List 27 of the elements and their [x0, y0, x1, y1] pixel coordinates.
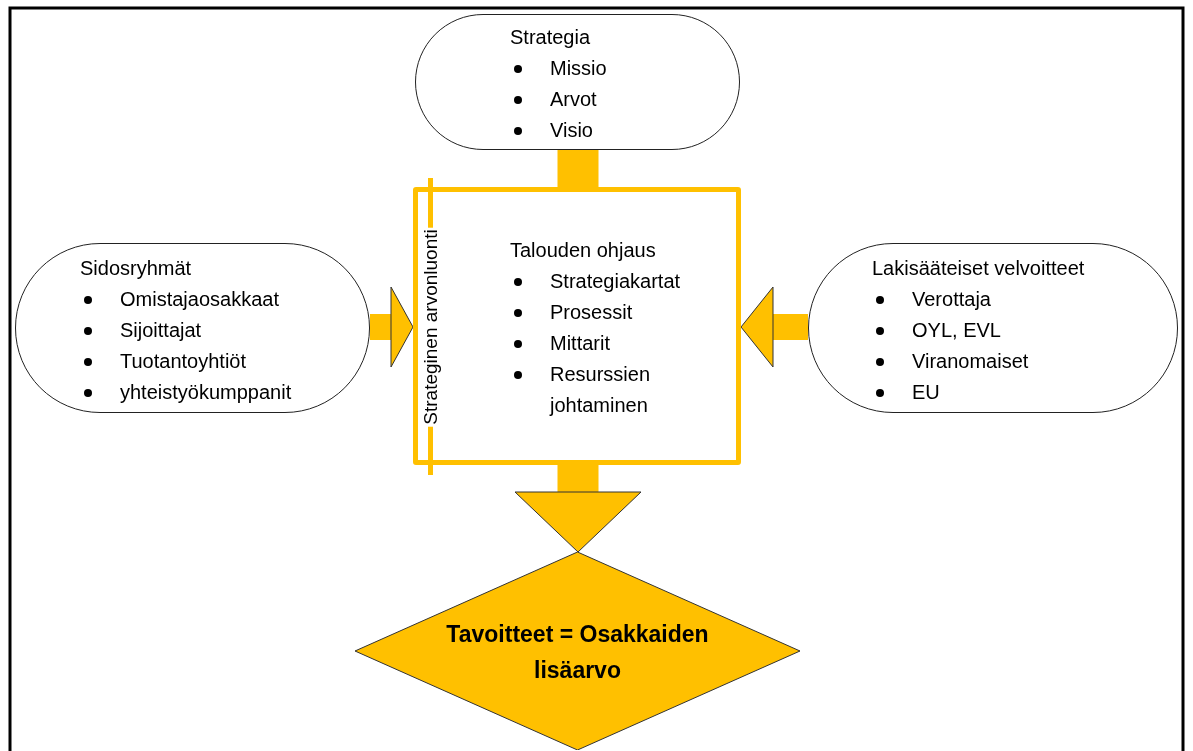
- node-heading: Talouden ohjaus: [510, 238, 656, 263]
- management-box: [413, 187, 741, 465]
- list-item: Visio: [550, 118, 593, 143]
- block-arrow: [740, 286, 808, 368]
- list-item: OYL, EVL: [912, 318, 1001, 343]
- node-heading: Lakisääteiset velvoitteet: [872, 256, 1085, 281]
- list-item: Mittarit: [550, 331, 610, 356]
- list-item: Omistajaosakkaat: [120, 287, 279, 312]
- list-item: yhteistyökumppanit: [120, 380, 292, 405]
- list-item: Resurssien johtaminen: [550, 362, 652, 418]
- stakeholder-pill: [15, 243, 370, 413]
- list-item: Sijoittajat: [120, 318, 202, 343]
- goal-diamond: [355, 552, 800, 750]
- node-heading: Sidosryhmät: [80, 256, 192, 281]
- list-item: Viranomaiset: [912, 349, 1029, 374]
- list-item: Arvot: [550, 87, 597, 112]
- block-arrow: [370, 286, 414, 368]
- list-item: Missio: [550, 56, 607, 81]
- list-item: Prosessit: [550, 300, 633, 325]
- block-arrow: [514, 465, 642, 553]
- goal-label: Tavoitteet = Osakkaiden lisäarvo: [445, 620, 710, 685]
- list-item: EU: [912, 380, 940, 405]
- list-item: Verottaja: [912, 287, 991, 312]
- node-heading: Strategia: [510, 25, 591, 50]
- list-item: Tuotantoyhtiöt: [120, 349, 246, 374]
- list-item: Strategiakartat: [550, 269, 681, 294]
- obligations-pill: [808, 243, 1178, 413]
